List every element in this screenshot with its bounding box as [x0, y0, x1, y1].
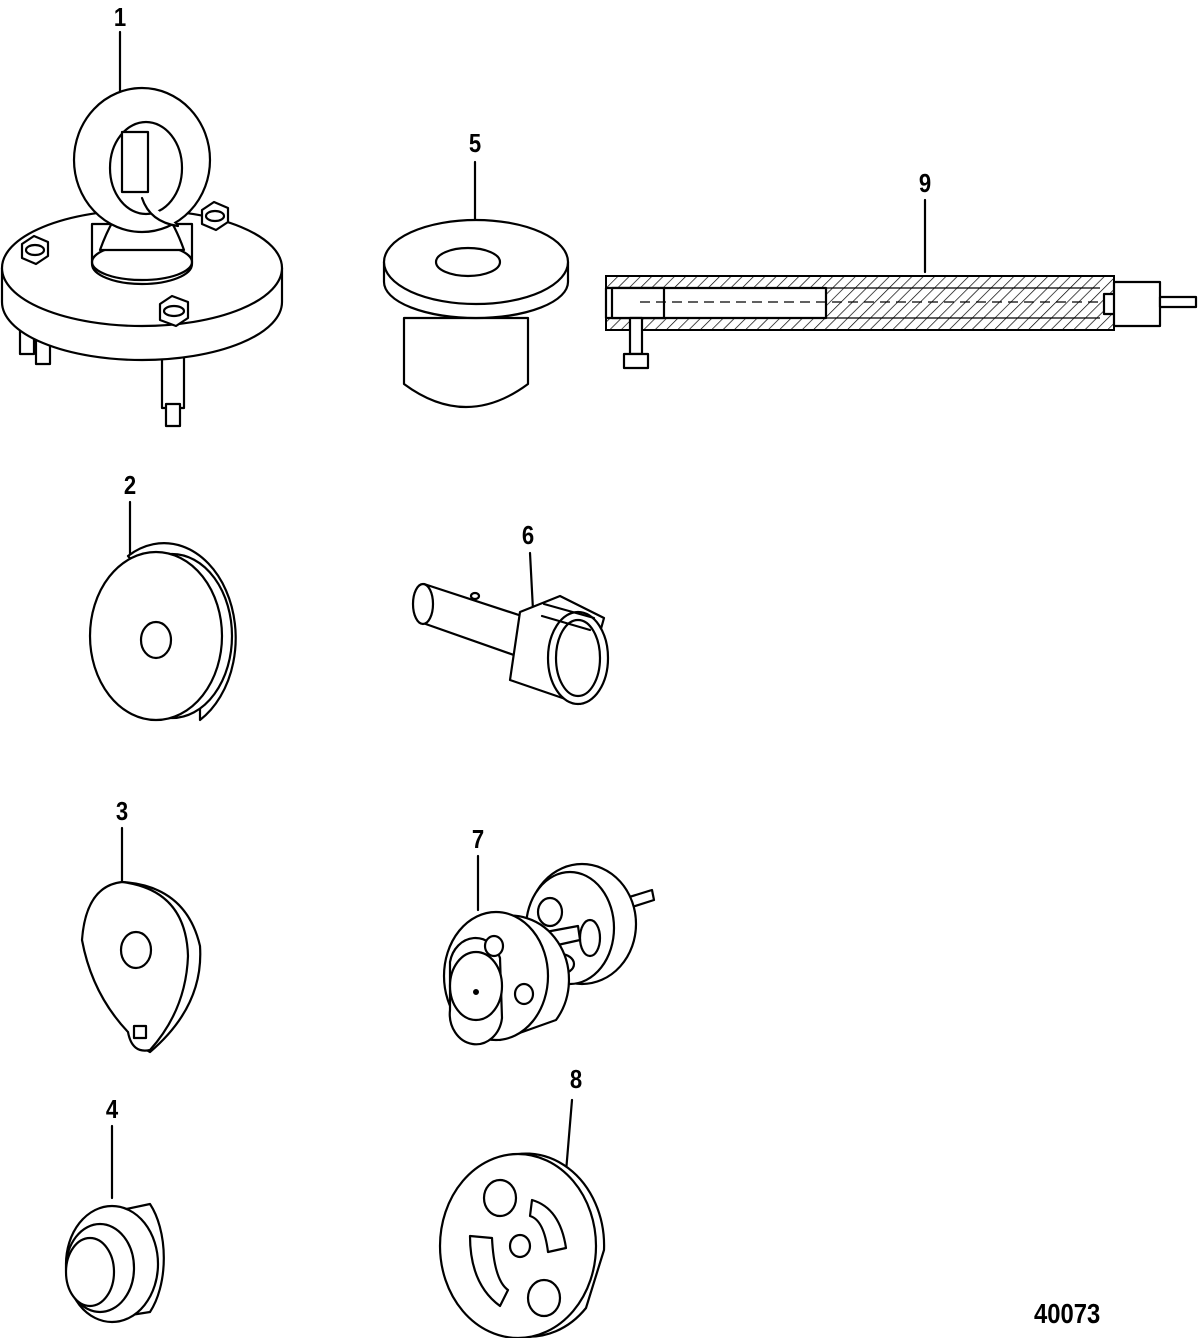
tube-screw-head [622, 352, 650, 370]
stud [160, 354, 186, 410]
sleeve-rod [418, 582, 530, 662]
bolt-head [20, 234, 50, 266]
front-hole [513, 982, 535, 1006]
callout-2: 2 [123, 470, 137, 500]
sleeve-face [546, 610, 610, 706]
callout-4: 4 [105, 1094, 119, 1124]
figure-id: 40073 [1034, 1298, 1101, 1329]
wheel-cutout [468, 1234, 510, 1308]
part-5-cup [382, 218, 570, 408]
tube-screw [628, 316, 644, 356]
callout-6: 6 [521, 520, 535, 550]
part-8-wheel [438, 1152, 606, 1338]
tube-bore-step [610, 286, 666, 320]
part-2-disc [88, 542, 237, 722]
leader-lines [110, 30, 927, 1200]
stud [164, 402, 182, 428]
part-4-stepped-cylinder [64, 1202, 165, 1324]
tube-end-collar [1112, 280, 1162, 328]
plate-bore [119, 930, 153, 970]
wheel-center [508, 1233, 532, 1259]
part-9-tube-section [604, 275, 1198, 370]
cyl-step-2 [64, 1236, 116, 1308]
front-hole [483, 934, 505, 958]
tube-rod [1158, 295, 1198, 309]
bolt-head [200, 200, 230, 232]
part-1-flange-puller [0, 86, 284, 428]
leader-line-6 [528, 551, 535, 612]
rear-window [578, 918, 602, 958]
callout-3: 3 [115, 796, 129, 826]
disc-bore [139, 620, 173, 660]
rear-window [536, 896, 564, 928]
callout-7: 7 [471, 824, 485, 854]
sleeve-slot [540, 602, 596, 632]
rod-hole [469, 591, 481, 601]
wheel-cutout [526, 1278, 562, 1318]
leader-line-8 [564, 1098, 574, 1174]
part-3-plate [80, 880, 202, 1054]
part-6-sleeve [411, 582, 610, 706]
sleeve-inner [554, 618, 602, 698]
cup-body [402, 316, 530, 408]
plate-square [132, 1024, 148, 1040]
callout-1: 1 [113, 2, 127, 32]
bolt-head [158, 294, 190, 328]
callout-9: 9 [918, 168, 932, 198]
callout-8: 8 [569, 1064, 583, 1094]
wheel-cutout [528, 1198, 568, 1254]
hub-center [473, 989, 479, 995]
eye-bend [140, 196, 180, 228]
front-hub-face [448, 950, 504, 1022]
rod-end [411, 582, 435, 626]
part-7-dual-disc [442, 862, 656, 1046]
callout-5: 5 [468, 128, 482, 158]
cup-bore [434, 246, 502, 278]
eye-shaft [120, 130, 150, 194]
wheel-cutout [482, 1178, 518, 1218]
